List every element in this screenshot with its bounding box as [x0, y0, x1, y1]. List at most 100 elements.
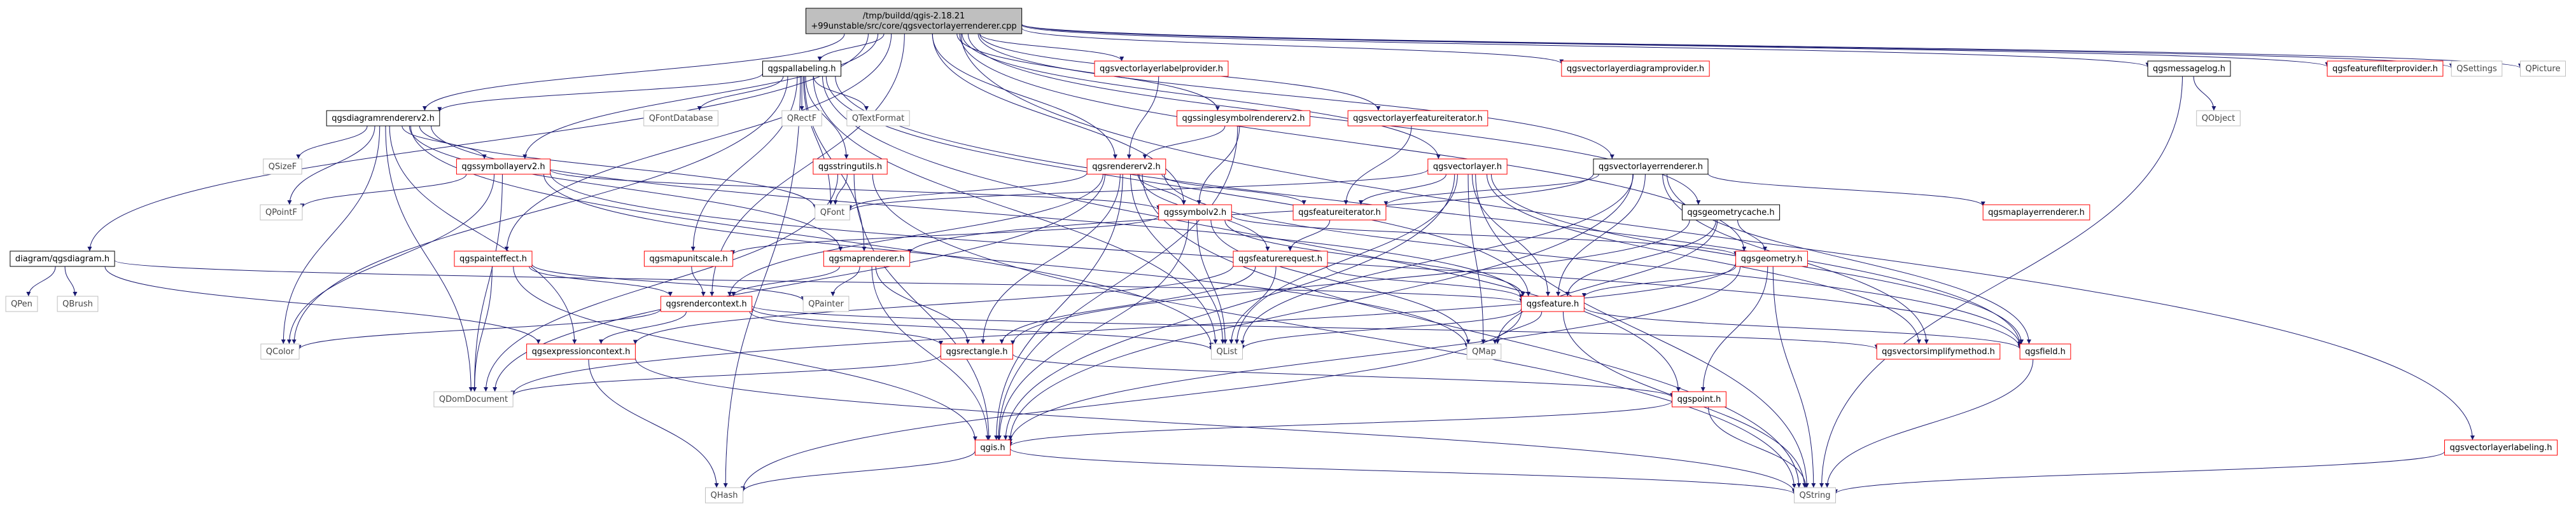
edge-qgsrendercontext-to-qgsexpressioncontext: [599, 311, 687, 345]
node-qgsmaplayerrenderer[interactable]: qgsmaplayerrenderer.h: [1982, 204, 2090, 221]
node-qgsvectorlayerlabelprovider[interactable]: qgsvectorlayerlabelprovider.h: [1094, 60, 1229, 77]
node-qgsrendercontext[interactable]: qgsrendercontext.h: [660, 296, 753, 312]
node-label: QPen: [11, 299, 32, 309]
node-qgssymbol[interactable]: qgssymbolv2.h: [1158, 204, 1232, 221]
node-qgsvectorlayerlabeling[interactable]: qgsvectorlayerlabeling.h: [2444, 439, 2558, 456]
node-box: [643, 251, 734, 267]
node-qgspallabeling[interactable]: qgspallabeling.h: [762, 60, 842, 77]
node-qgspoint[interactable]: qgspoint.h: [1672, 391, 1726, 408]
node-label: QMap: [1472, 347, 1496, 357]
node-qgsgeometrycache[interactable]: qgsgeometrycache.h: [1681, 204, 1781, 221]
node-label: qgsexpressioncontext.h: [532, 347, 631, 357]
node-QList: QList: [1211, 343, 1243, 360]
edge-qgspallabeling-to-qgsstringutils: [805, 76, 849, 160]
node-qgsvectorsimplifymethod[interactable]: qgsvectorsimplifymethod.h: [1876, 343, 2001, 360]
edge-qgsmaprenderer-to-QPainter: [830, 266, 860, 297]
edge-qgsrenderer-to-QFont: [847, 172, 1088, 210]
node-qgsexpressioncontext[interactable]: qgsexpressioncontext.h: [526, 343, 636, 360]
edge-qgsrenderer-to-qgsrendercontext: [727, 174, 1103, 297]
edge-qgsvectorlayerlabeling-to-QString: [1833, 451, 2445, 495]
edge-qgsstringutils-to-QString: [872, 174, 1796, 488]
node-qgsmessagelog[interactable]: qgsmessagelog.h: [2147, 60, 2231, 77]
edge-qgssymbol-to-qgsfeature: [1224, 219, 1525, 297]
edge-qgsfeatureiterator-to-qgsfeaturerequest: [1287, 219, 1331, 252]
node-box: [57, 296, 99, 312]
edge-qgsfeaturerequest-to-qgsfeature: [1326, 266, 1524, 299]
edge-qgsgeometrycache-to-qgsrectangle: [1011, 219, 1690, 345]
edge-qgspallabeling-to-qgsfield: [835, 76, 2022, 346]
node-qgssymbollayer[interactable]: qgssymbollayerv2.h: [456, 158, 551, 175]
edge-qgsgeometrycache-to-QMap: [1495, 219, 1718, 345]
node-label: QPointF: [265, 208, 297, 217]
node-qgis[interactable]: qgis.h: [974, 439, 1011, 456]
node-qgsvectorlayerdiagramprovider[interactable]: qgsvectorlayerdiagramprovider.h: [1561, 60, 1710, 77]
edge-qgsrendercontext-to-qgsrectangle: [749, 311, 943, 346]
node-QFontDatabase: QFontDatabase: [643, 110, 718, 127]
edge-qgsrenderer-to-qgsfeatureiterator: [1161, 174, 1306, 205]
node-label: diagram/qgsdiagram.h: [15, 254, 109, 264]
edge-qgsmaprenderer-to-qgsrectangle: [875, 266, 970, 345]
node-box: [1982, 204, 2090, 221]
node-qgssinglesymbolrenderer[interactable]: qgssinglesymbolrendererv2.h: [1177, 110, 1310, 127]
node-label: qgspainteffect.h: [459, 254, 527, 264]
node-qgsfeature[interactable]: qgsfeature.h: [1521, 296, 1585, 312]
edge-qgis-to-QHash: [741, 450, 976, 492]
node-label: +99unstable/src/core/qgsvectorlayerrende…: [811, 22, 1016, 31]
edge-qgsrectangle-to-qgspoint: [1012, 354, 1674, 398]
node-box: [705, 487, 743, 504]
node-label: qgspoint.h: [1677, 395, 1721, 404]
node-label: qgsvectorlayerrenderer.h: [1599, 162, 1703, 172]
edge-root-to-qgsrenderer: [932, 33, 1117, 160]
node-label: QColor: [266, 347, 295, 357]
node-qgsstringutils[interactable]: qgsstringutils.h: [813, 158, 888, 175]
edge-qgsdiagram-to-QBrush: [64, 266, 78, 297]
node-qgsvectorlayer[interactable]: qgsvectorlayer.h: [1427, 158, 1508, 175]
node-qgsdiagramrenderer[interactable]: qgsdiagramrendererv2.h: [326, 110, 440, 127]
edge-root-to-qgsvectorlayerlabelprovider: [979, 33, 1124, 62]
node-root[interactable]: /tmp/buildd/qgis-2.18.21+99unstable/src/…: [805, 8, 1023, 34]
edge-root-to-qgsmessagelog: [1021, 24, 2150, 67]
node-qgsmapunitscale[interactable]: qgsmapunitscale.h: [643, 251, 734, 267]
node-qgsmaprenderer[interactable]: qgsmaprenderer.h: [823, 251, 911, 267]
node-qgsvectorlayerfeatureiterator[interactable]: qgsvectorlayerfeatureiterator.h: [1347, 110, 1488, 127]
node-label: qgsrectangle.h: [946, 347, 1007, 357]
node-label: QHash: [711, 491, 738, 500]
edge-qgspallabeling-to-QFont: [803, 76, 833, 205]
node-QRectF: QRectF: [781, 110, 822, 127]
edge-qgsvectorlayerrenderer-to-qgsmaplayerrenderer: [1707, 173, 1985, 207]
edge-qgssymbollayer-to-QPointF: [300, 174, 467, 209]
edge-root-to-qgsdiagram: [87, 33, 869, 252]
node-qgsgeometry[interactable]: qgsgeometry.h: [1735, 251, 1808, 267]
edge-qgsgeometry-to-QDomDocument: [510, 263, 1737, 395]
node-label: qgssymbollayerv2.h: [461, 162, 545, 172]
edge-qgsvectorlayerrenderer-to-qgsfeatureiterator: [1383, 174, 1599, 206]
node-qgsvectorlayerrenderer[interactable]: qgsvectorlayerrenderer.h: [1593, 158, 1709, 175]
node-box: [1521, 296, 1585, 312]
edge-qgsrenderer-to-qgis: [994, 174, 1123, 441]
node-qgspainteffect[interactable]: qgspainteffect.h: [454, 251, 533, 267]
node-qgsfeaturerequest[interactable]: qgsfeaturerequest.h: [1233, 251, 1328, 267]
edge-qgsdiagram-to-qgsfeature: [114, 260, 1523, 303]
node-box: [1561, 60, 1710, 77]
node-qgsfeaturefilterprovider[interactable]: qgsfeaturefilterprovider.h: [2327, 60, 2444, 77]
edge-qgsdiagram-to-QPen: [26, 266, 56, 297]
node-qgsrectangle[interactable]: qgsrectangle.h: [940, 343, 1014, 360]
edge-root-to-qgsdiagramrenderer: [422, 33, 845, 111]
node-qgsfield[interactable]: qgsfield.h: [2019, 343, 2071, 360]
edge-qgsvectorlayerlabelprovider-to-qgsrenderer: [1126, 76, 1159, 160]
edge-qgsfeature-to-qgsfield: [1583, 306, 2022, 350]
node-qgsfeatureiterator[interactable]: qgsfeatureiterator.h: [1292, 204, 1387, 221]
edge-qgssinglesymbolrenderer-to-qgis: [996, 125, 1238, 441]
node-qgsdiagram[interactable]: diagram/qgsdiagram.h: [10, 251, 115, 267]
edge-qgsvectorlayer-to-qgsvectorsimplifymethod: [1487, 174, 1921, 345]
edge-qgspainteffect-to-QPainter: [531, 264, 806, 301]
node-box: [643, 110, 718, 127]
node-box: [1292, 204, 1387, 221]
node-box: [2451, 60, 2503, 77]
node-qgsrenderer[interactable]: qgsrendererv2.h: [1086, 158, 1166, 175]
edge-qgsmapunitscale-to-qgsrendercontext: [691, 266, 706, 297]
node-label: QSettings: [2456, 64, 2497, 74]
node-box: [1793, 487, 1837, 504]
node-label: qgsfeatureiterator.h: [1298, 208, 1381, 217]
